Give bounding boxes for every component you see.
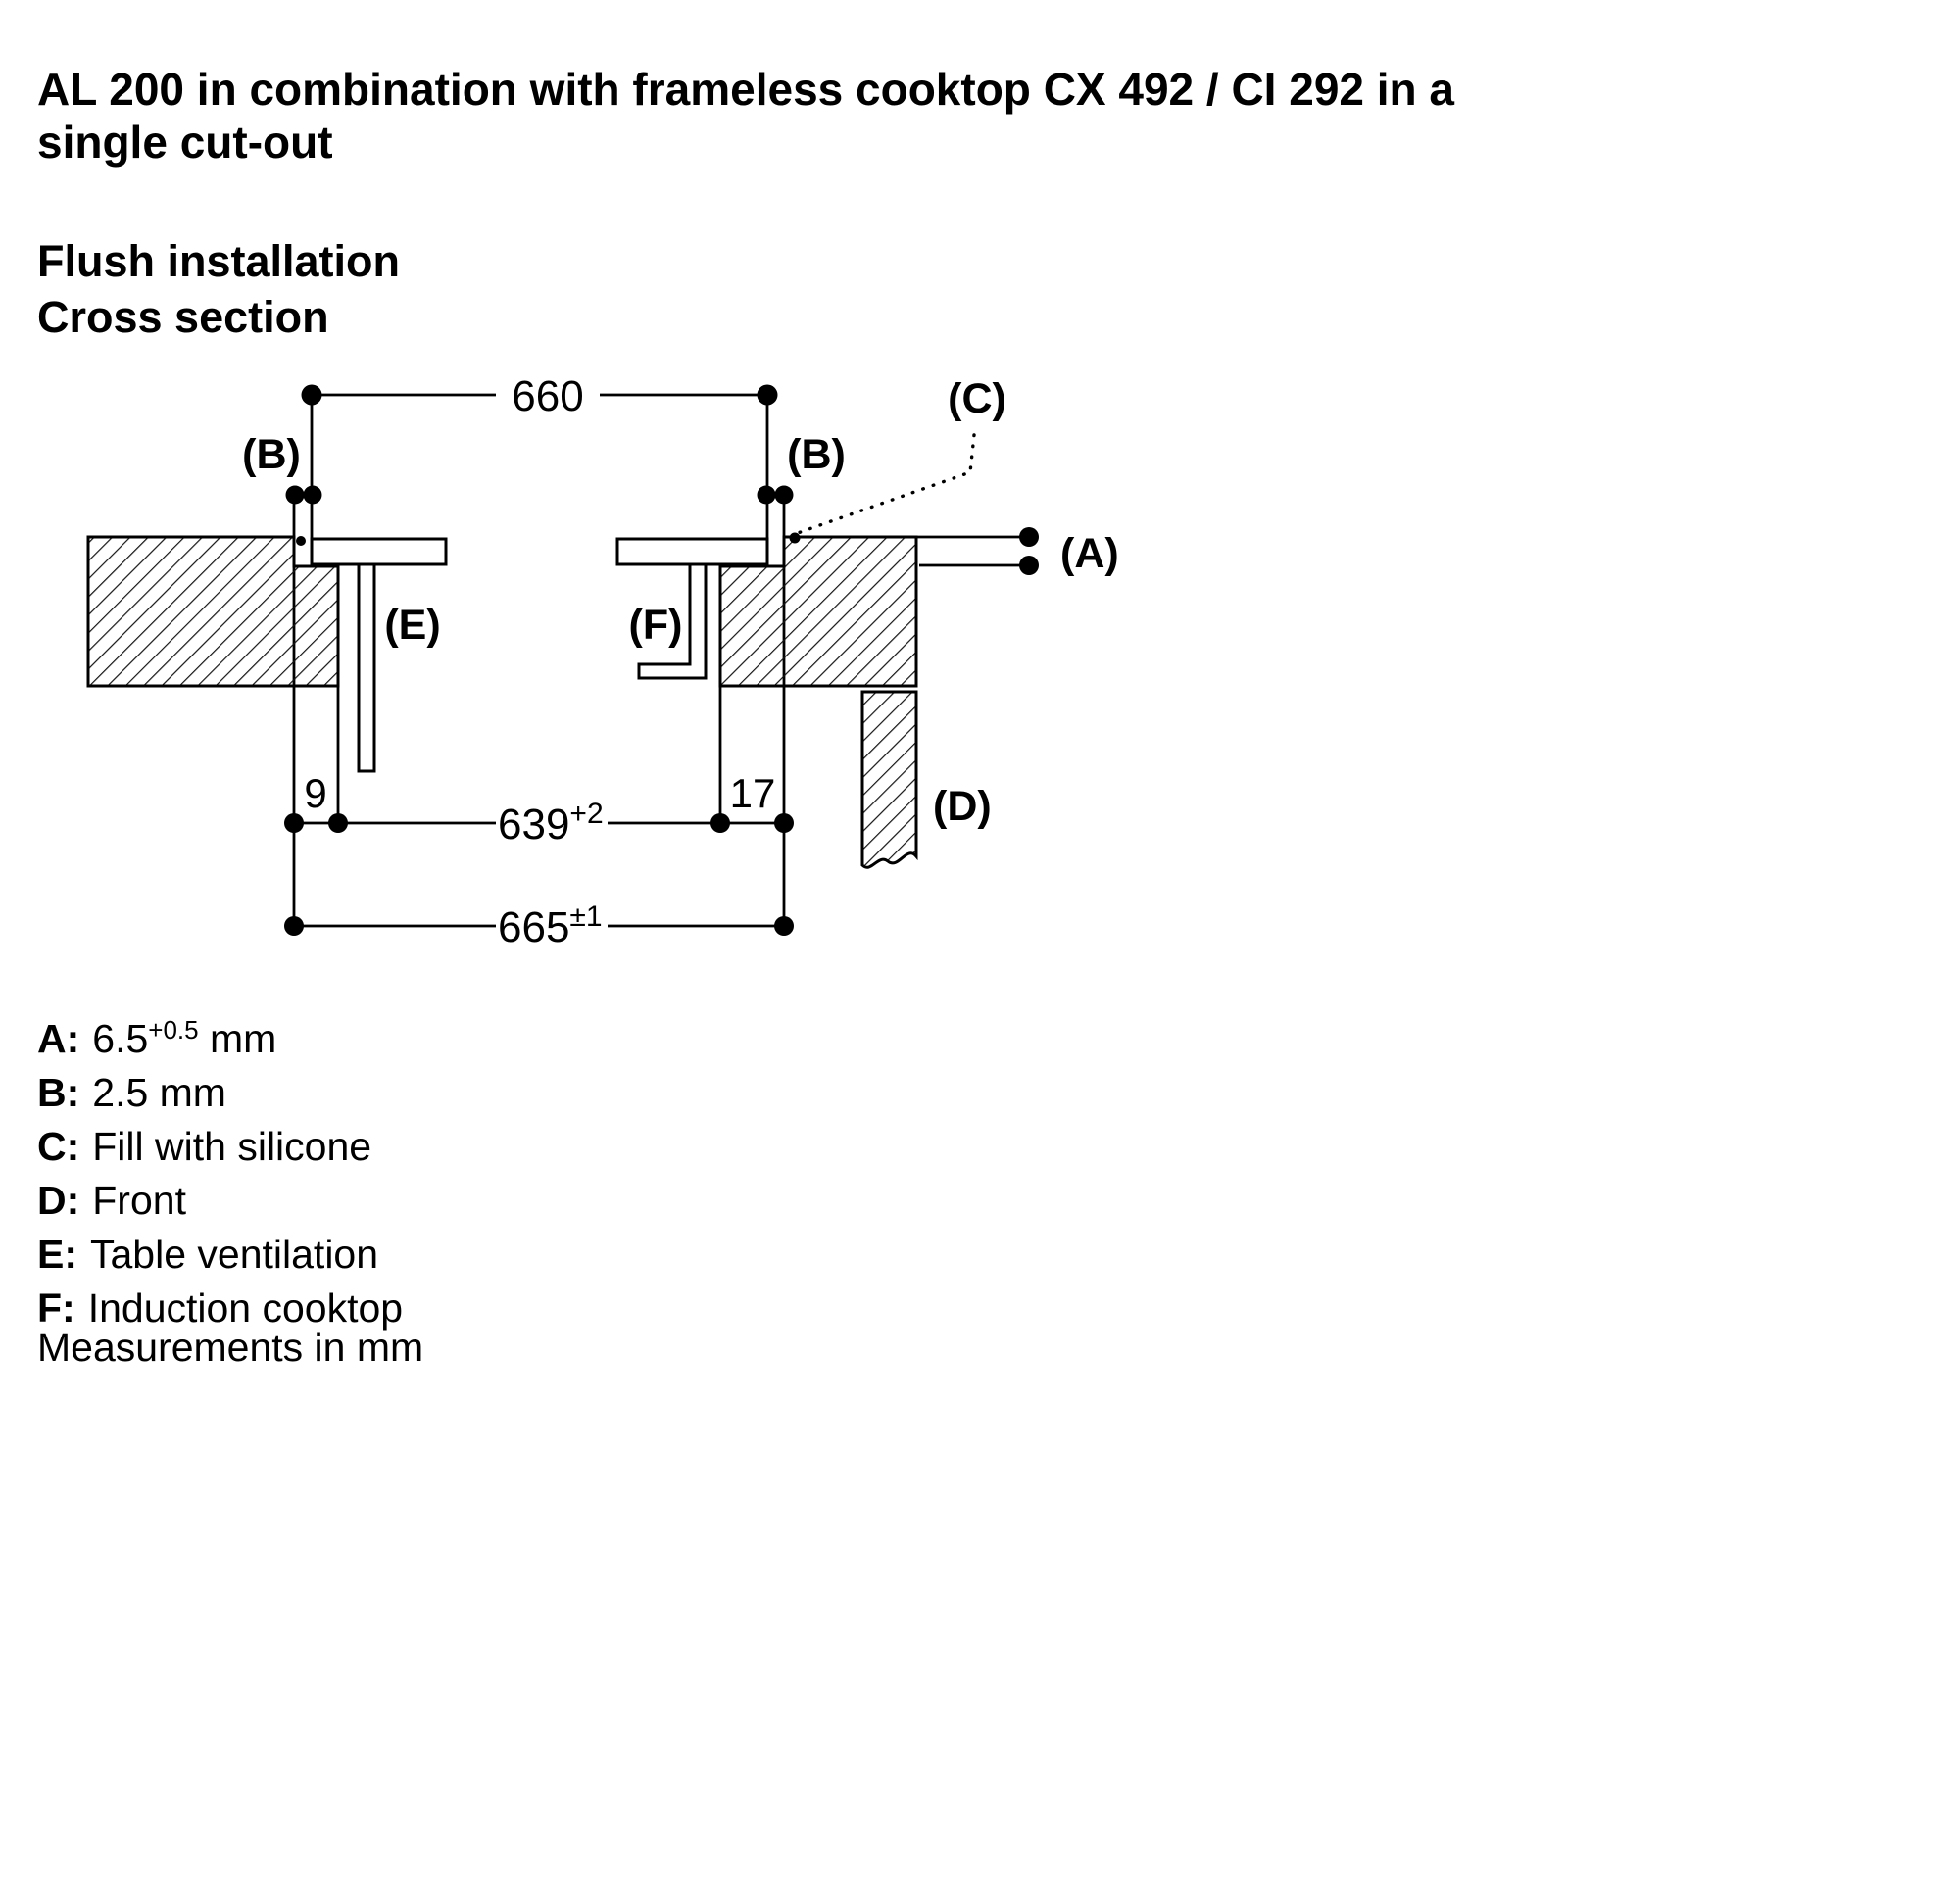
dim-dot (1019, 527, 1039, 547)
legend: A: 6.5+0.5 mm B: 2.5 mm C: Fill with silico… (37, 1007, 403, 1331)
dim-17-label: 17 (730, 770, 776, 816)
legend-item-a: A: 6.5+0.5 mm (37, 1007, 403, 1061)
dim-dot (757, 485, 776, 505)
label-d: (D) (933, 783, 992, 830)
front-panel (860, 690, 918, 869)
legend-item-c: C: Fill with silicone (37, 1115, 403, 1169)
legend-item-f: F: Induction cooktop (37, 1277, 403, 1331)
label-e: (E) (384, 602, 440, 649)
label-b-right: (B) (787, 431, 846, 478)
legend-value: Table ventilation (90, 1232, 379, 1277)
dimension-lines (292, 393, 1029, 928)
dim-dot (774, 813, 794, 833)
section-subtitle: Flush installation Cross section (37, 233, 400, 345)
worktop-left-section (86, 535, 340, 688)
subtitle-line-1: Flush installation (37, 236, 401, 286)
silicone-leader-line (796, 433, 976, 535)
label-c: (C) (948, 375, 1006, 422)
measurements-note: Measurements in mm (37, 1325, 424, 1370)
legend-item-b: B: 2.5 mm (37, 1061, 403, 1115)
dim-dot (774, 916, 794, 936)
dim-dot (328, 813, 348, 833)
label-f: (F) (629, 602, 683, 649)
legend-sup: +0.5 (148, 1015, 199, 1045)
cross-section-diagram: 660 (B) (B) (C) (A) (E) (F) (D) 9 17 639… (86, 372, 1119, 951)
dim-dot (710, 813, 730, 833)
legend-value: Induction cooktop (87, 1286, 404, 1331)
dim-dot (284, 813, 304, 833)
ventilation-duct (357, 562, 376, 773)
diagram-texts: 660 (B) (B) (C) (A) (E) (F) (D) 9 17 639… (242, 372, 1119, 951)
dim-dot (301, 384, 322, 406)
ventilation-glass (310, 537, 448, 566)
legend-key: F: (37, 1286, 75, 1331)
dim-dot (284, 916, 304, 936)
legend-key: D: (37, 1178, 80, 1223)
legend-value: 6.5 (92, 1016, 149, 1061)
dim-dot (774, 485, 794, 505)
label-b-left: (B) (242, 431, 301, 478)
appliance-parts (310, 537, 769, 773)
dim-dot (1019, 556, 1039, 575)
legend-key: C: (37, 1124, 80, 1169)
dim-9-label: 9 (304, 770, 326, 816)
subtitle-line-2: Cross section (37, 292, 329, 342)
page-title: AL 200 in combination with frameless coo… (37, 64, 1455, 169)
mounting-bracket (637, 562, 708, 680)
legend-item-e: E: Table ventilation (37, 1223, 403, 1277)
dimension-dots (284, 384, 1039, 936)
cooktop-glass (615, 537, 769, 566)
legend-key: B: (37, 1070, 80, 1115)
legend-unit: mm (198, 1016, 277, 1061)
joint-dot-left (296, 536, 306, 546)
worktop-right-section (718, 535, 918, 688)
legend-value: 2.5 mm (92, 1070, 226, 1115)
dim-639-label: 639+2 (498, 798, 604, 849)
dim-665-label: 665±1 (498, 900, 603, 951)
legend-value: Front (92, 1178, 186, 1223)
worktop-sections (86, 535, 918, 869)
dim-660-label: 660 (512, 372, 583, 420)
dim-dot (285, 485, 305, 505)
label-a: (A) (1060, 530, 1119, 577)
legend-key: A: (37, 1016, 80, 1061)
legend-key: E: (37, 1232, 77, 1277)
silicone-point-dot (789, 532, 801, 544)
legend-item-d: D: Front (37, 1169, 403, 1223)
legend-value: Fill with silicone (92, 1124, 372, 1169)
dim-dot (757, 384, 778, 406)
dim-dot (303, 485, 322, 505)
